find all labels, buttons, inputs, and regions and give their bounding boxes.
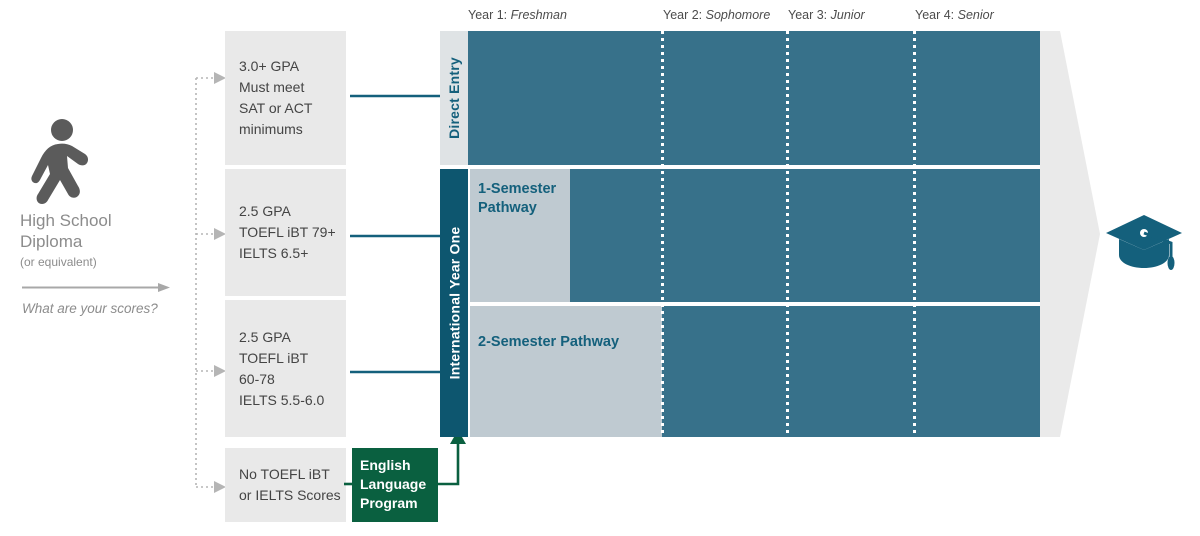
entry-arrow-rule [22, 283, 170, 292]
entry-subtitle: (or equivalent) [20, 255, 97, 269]
direct-entry-label: Direct Entry [446, 57, 463, 139]
walking-person-icon [31, 119, 89, 204]
two-semester-remaining-band [662, 306, 1040, 437]
criteria-line: IELTS 6.5+ [239, 245, 309, 261]
two-semester-pathway-band [470, 306, 662, 437]
text-line: Pathway [478, 200, 537, 216]
english-language-program-connector [344, 430, 466, 486]
year-label-2: Year 2: Sophomore [663, 8, 770, 22]
text-line: High School [20, 211, 112, 230]
criteria-line: TOEFL iBT 79+ [239, 224, 336, 240]
direct-entry-spine: Direct Entry [440, 31, 468, 165]
year-name: Sophomore [705, 8, 771, 22]
year-divider-1 [661, 31, 664, 437]
year-divider-2 [786, 31, 789, 437]
year-name: Junior [830, 8, 865, 22]
year-name: Senior [957, 8, 994, 22]
criteria-box-one-semester[interactable]: 2.5 GPA TOEFL iBT 79+ IELTS 6.5+ [225, 169, 346, 296]
criteria-line: 3.0+ GPA [239, 58, 300, 74]
text-line: English [360, 457, 411, 473]
year-label-4: Year 4: Senior [915, 8, 994, 22]
international-year-one-spine: International Year One [440, 169, 468, 437]
graduation-cap-icon [1106, 215, 1182, 270]
criteria-line: or IELTS Scores [239, 487, 341, 503]
criteria-line: 2.5 GPA [239, 203, 291, 219]
text-line: 1-Semester [478, 181, 557, 197]
criteria-line: minimums [239, 121, 303, 137]
text-line: Diploma [20, 232, 83, 251]
year-label-3: Year 3: Junior [788, 8, 865, 22]
criteria-line: 2.5 GPA [239, 328, 291, 345]
one-semester-remaining-band [570, 169, 1040, 302]
branch-connectors [195, 72, 226, 493]
year-prefix: Year 1: [468, 8, 511, 22]
criteria-line: Must meet [239, 79, 305, 95]
one-semester-pathway-band [470, 169, 570, 302]
year-prefix: Year 4: [915, 8, 958, 22]
text-line: Language [360, 476, 427, 492]
criteria-box-no-scores[interactable]: No TOEFL iBT or IELTS Scores [225, 448, 346, 522]
criteria-line: IELTS 5.5-6.0 [239, 391, 325, 408]
criteria-line: SAT or ACT [239, 100, 313, 116]
direct-entry-band [468, 31, 1040, 165]
text-line: 2-Semester Pathway [478, 334, 620, 350]
international-year-one-label: International Year One [446, 226, 462, 380]
year-label-1: Year 1: Freshman [468, 8, 567, 22]
year-prefix: Year 2: [663, 8, 706, 22]
graduation-chevron [1040, 31, 1100, 437]
year-prefix: Year 3: [788, 8, 831, 22]
year-divider-3 [913, 31, 916, 437]
text-line: Program [360, 495, 418, 511]
entry-question: What are your scores? [22, 301, 158, 316]
two-semester-pathway-label: 2-Semester Pathway [478, 333, 619, 352]
criteria-line: TOEFL iBT [239, 349, 309, 366]
criteria-line: No TOEFL iBT [239, 466, 330, 482]
year-name: Freshman [510, 8, 567, 22]
criteria-line: 60-78 [239, 370, 275, 387]
